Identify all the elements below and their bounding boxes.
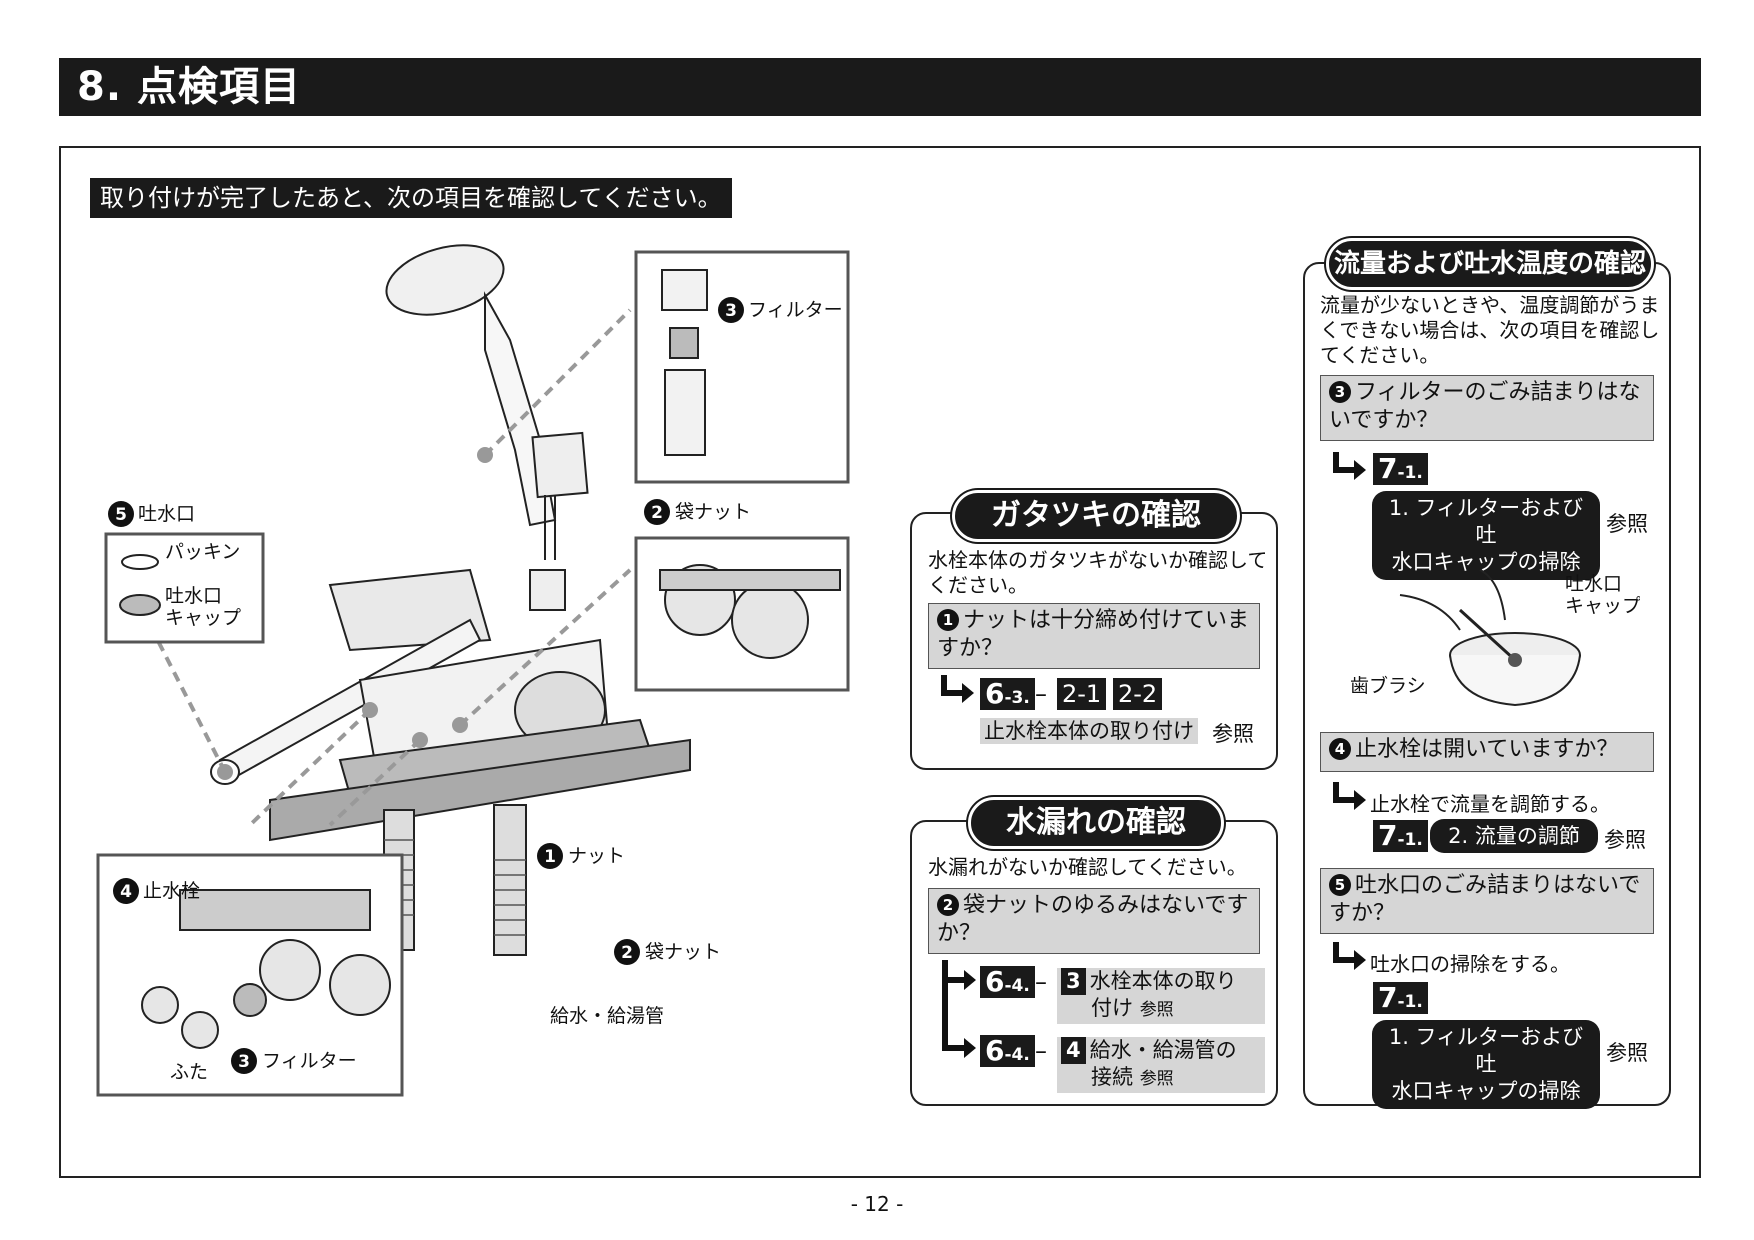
ryuryo-description: 流量が少ないときや、温度調節がうまくできない場合は、次の項目を確認してください。 [1320, 293, 1660, 367]
gatatsuki-ref-section: 6-3. [980, 678, 1035, 710]
gatatsuki-question-text: ナットは十分締め付けていますか？ [937, 608, 1250, 661]
spout-number: 5 [115, 505, 127, 525]
gatatsuki-sansho: 参照 [1212, 722, 1254, 746]
gatatsuki-ref-b: 2-2 [1113, 678, 1163, 710]
q5-ref-section: 7-1. [1373, 982, 1428, 1014]
branch-arrow-icon [942, 960, 976, 1058]
q5-number: 5 [1329, 874, 1351, 896]
gatatsuki-title: ガタツキの確認 [952, 490, 1240, 542]
filter-top-label: フィルター [748, 299, 843, 321]
spout-cap-label-1: 吐水口 [165, 585, 222, 607]
mizumore-ref2-section: 6-4. [980, 1035, 1035, 1067]
arrow-icon [1333, 942, 1366, 970]
arrow-icon [1333, 452, 1366, 480]
supply-pipes-illustration [383, 804, 527, 956]
content-frame [59, 146, 1701, 1178]
q5-ref-pill: 1. フィルターおよび吐水口キャップの掃除 [1372, 1020, 1600, 1109]
fukuro-nut-bottom-label: 袋ナット [645, 941, 721, 963]
q3-ref-pill: 1. フィルターおよび吐水口キャップの掃除 [1372, 491, 1600, 580]
faucet-body-illustration [210, 568, 691, 842]
q4-ref-section: 7-1. [1373, 820, 1428, 852]
q3-sansho: 参照 [1606, 512, 1648, 536]
q3-text: フィルターのごみ詰まりはないですか？ [1329, 380, 1641, 433]
nut-number: 1 [544, 847, 556, 867]
shower-head-illustration [385, 244, 589, 611]
gatatsuki-question-number: 1 [937, 609, 959, 631]
fukuro-nut-top-number: 2 [651, 503, 663, 523]
q4-text: 止水栓は開いていますか？ [1355, 737, 1619, 762]
mizumore-ref1-section: 6-4. [980, 966, 1035, 998]
lid-label: ふた [170, 1061, 208, 1083]
mizumore-description: 水漏れがないか確認してください。 [928, 855, 1247, 879]
page-title: 8. 点検項目 [59, 58, 1701, 116]
filter-bottom-label: フィルター [262, 1050, 357, 1072]
mizumore-question-text: 袋ナットのゆるみはないですか？ [937, 893, 1249, 946]
gatatsuki-ref-text: 止水栓本体の取り付け [980, 718, 1198, 744]
cleaning-illustration: 吐水口 キャップ 歯ブラシ [1350, 569, 1640, 707]
mizumore-ref1-dash: – [1035, 968, 1047, 996]
filter-top-number: 3 [725, 301, 737, 321]
gatatsuki-description: 水栓本体のガタツキがないか確認してください。 [928, 548, 1268, 597]
q4-number: 4 [1329, 738, 1351, 760]
supply-pipe-label: 給水・給湯管 [550, 1005, 664, 1027]
q3-number: 3 [1329, 381, 1351, 403]
arrow-icon [1333, 782, 1366, 810]
image-brush-label: 歯ブラシ [1350, 674, 1426, 697]
filter-bottom-number: 3 [238, 1052, 250, 1072]
spout-label: 吐水口 [138, 503, 195, 525]
image-cap-label-1: 吐水口 [1565, 573, 1622, 595]
q5-action: 吐水口の掃除をする。 [1370, 952, 1570, 976]
faucet-diagram: 3 フィルター 2 袋ナット 5 吐水口 パッキン 吐水口 キャップ 1 ナット… [96, 244, 850, 1097]
stop-valve-number: 4 [120, 882, 132, 902]
image-cap-label-2: キャップ [1565, 595, 1640, 617]
fukuro-nut-bottom-number: 2 [621, 943, 633, 963]
spout-inset-box [104, 532, 265, 644]
page-number: - 12 - [850, 1192, 904, 1216]
gatatsuki-dash: – [1035, 680, 1047, 708]
arrow-icon [941, 675, 974, 703]
nut-label: ナット [568, 845, 625, 867]
packing-label: パッキン [165, 541, 240, 563]
mizumore-question-number: 2 [937, 894, 959, 916]
ryuryo-title: 流量および吐水温度の確認 [1326, 238, 1654, 290]
mizumore-ref2-dash: – [1035, 1037, 1047, 1065]
q5-sansho: 参照 [1606, 1041, 1648, 1065]
intro-text: 取り付けが完了したあと、次の項目を確認してください。 [90, 178, 732, 218]
fukuro-nut-top-label: 袋ナット [675, 501, 751, 523]
q4-ref-pill: 2. 流量の調節 [1430, 819, 1598, 853]
spout-cap-label-2: キャップ [165, 607, 241, 629]
q5-text: 吐水口のごみ詰まりはないですか？ [1329, 873, 1641, 926]
gatatsuki-ref-a: 2-1 [1057, 678, 1107, 710]
q3-ref-section: 7-1. [1373, 453, 1428, 485]
q4-action: 止水栓で流量を調節する。 [1370, 792, 1610, 816]
q4-sansho: 参照 [1604, 828, 1646, 852]
mizumore-title: 水漏れの確認 [968, 797, 1224, 849]
stop-valve-label: 止水栓 [143, 880, 200, 902]
